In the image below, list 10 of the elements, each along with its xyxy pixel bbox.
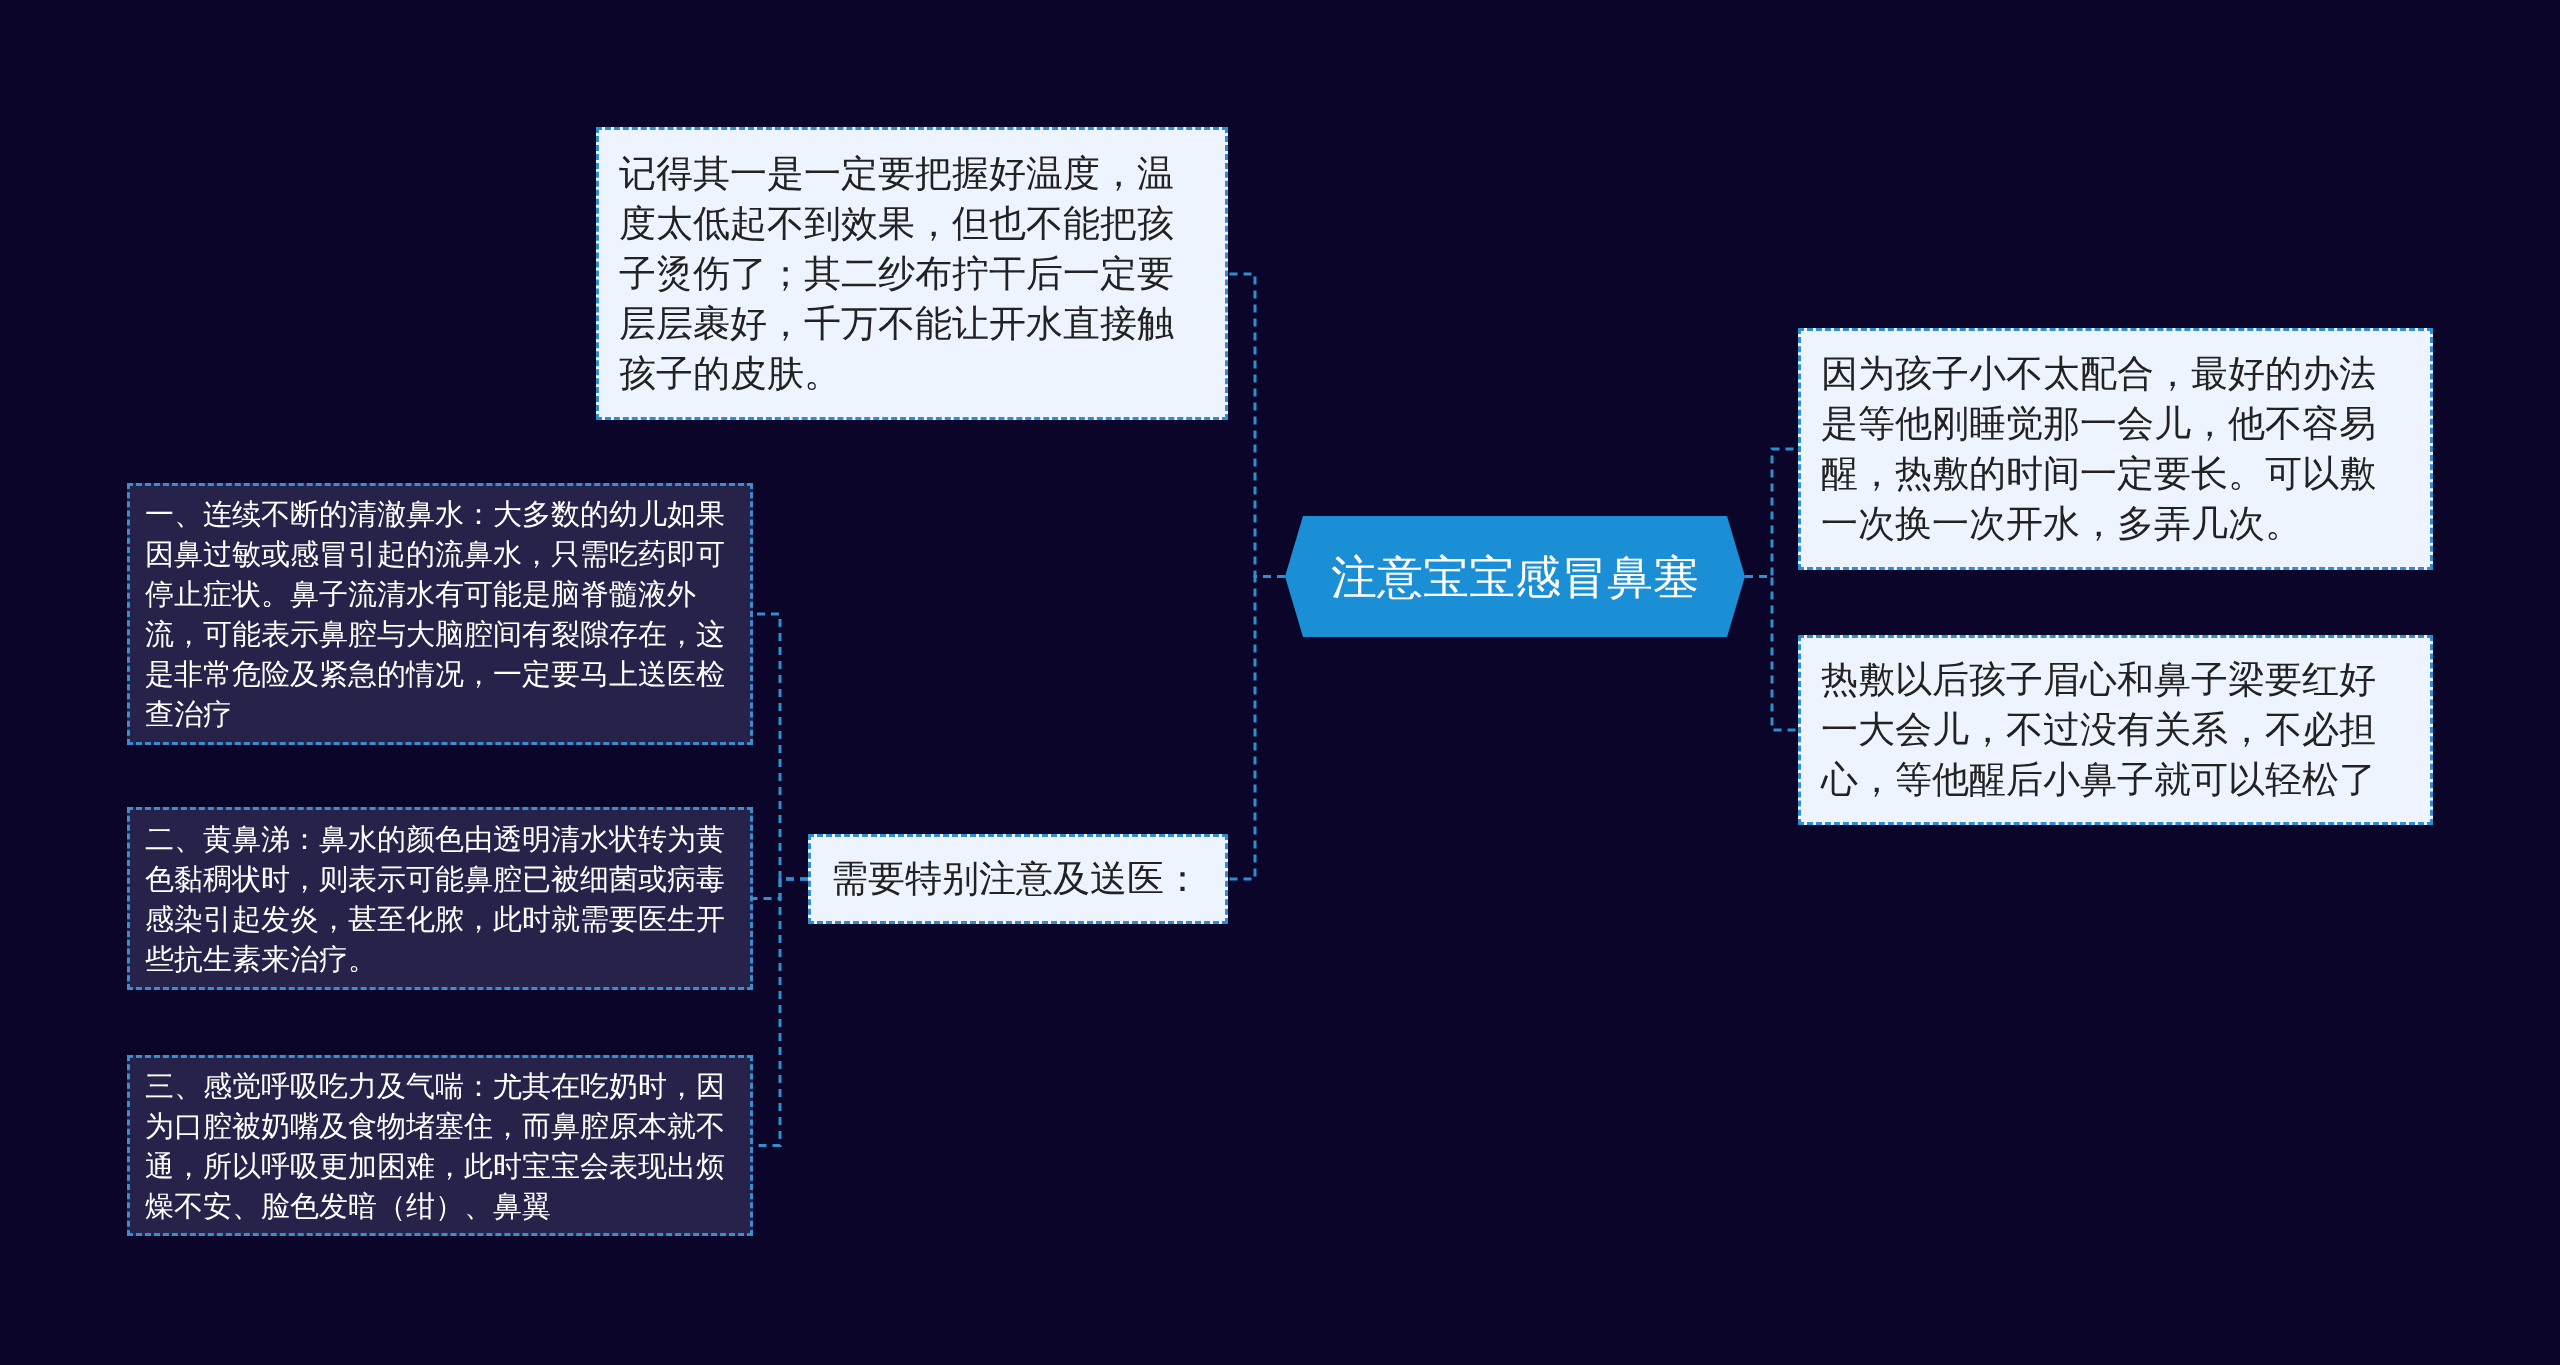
text-box: 因为孩子小不太配合，最好的办法是等他刚睡觉那一会儿，他不容易醒，热敷的时间一定要长。可以敷一次换一次开水，多弄几次。 (1798, 328, 2433, 570)
connector-line (1228, 575, 1285, 881)
topic-box: 注意宝宝感冒鼻塞 (1285, 516, 1745, 637)
text-box: 需要特别注意及送医： (808, 834, 1228, 924)
text-box: 二、黄鼻涕：鼻水的颜色由透明清水状转为黄色黏稠状时，则表示可能鼻腔已被细菌或病毒感染引起发炎，甚至化脓，此时就需要医生开些抗生素来治疗。 (127, 807, 753, 990)
text-box: 一、连续不断的清澈鼻水：大多数的幼儿如果因鼻过敏或感冒引起的流鼻水，只需吃药即可停止症状。鼻子流清水有可能是脑脊髓液外流，可能表示鼻腔与大脑腔间有裂隙存在，这是非常危险及紧急的情况，一定要马上送医检查治疗 (127, 483, 753, 745)
connector-line (1745, 575, 1798, 732)
text-box: 热敷以后孩子眉心和鼻子梁要红好一大会儿，不过没有关系，不必担心，等他醒后小鼻子就可以轻松了 (1798, 635, 2433, 825)
text-box: 记得其一是一定要把握好温度，温度太低起不到效果，但也不能把孩子烫伤了；其二纱布拧干后一定要层层裹好，千万不能让开水直接触孩子的皮肤。 (596, 127, 1228, 420)
text-box: 三、感觉呼吸吃力及气喘：尤其在吃奶时，因为口腔被奶嘴及食物堵塞住，而鼻腔原本就不通，所以呼吸更加困难，此时宝宝会表现出烦燥不安、脸色发暗（绀）、鼻翼 (127, 1055, 753, 1236)
